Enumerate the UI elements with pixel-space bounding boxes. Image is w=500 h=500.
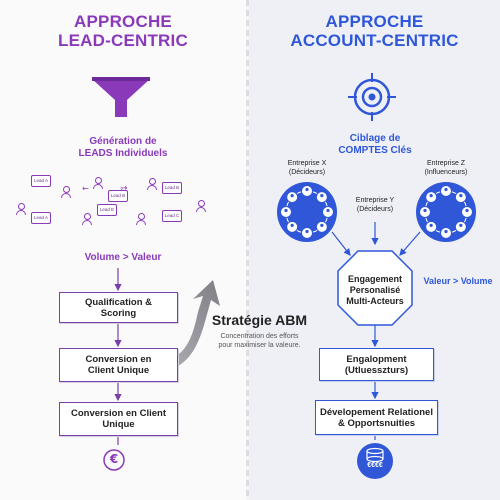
lead-title-line2: LEAD-CENTRIC [58, 31, 188, 50]
final-conversion-line1: Conversion en Client [70, 408, 166, 419]
target-icon [348, 73, 396, 121]
account-centric-title: APPROCHE ACCOUNT-CENTRIC [249, 12, 500, 50]
person-icon [135, 213, 146, 225]
euro-symbol: € [109, 452, 119, 466]
development-line2: & Opportsnuities [337, 417, 416, 429]
relational-development-box: Dévelopement Relationel& Opportsnuities [315, 400, 438, 435]
lead-centric-title: APPROCHE LEAD-CENTRIC [0, 12, 246, 50]
engalopment-line1: Engalopment [346, 353, 407, 365]
strategy-desc-line1: Concentration des efforts [220, 333, 299, 340]
value-over-volume-label: Valeur > Volume [423, 276, 493, 286]
account-title-line2: ACCOUNT-CENTRIC [290, 31, 459, 50]
network-person-head [459, 194, 463, 198]
company-y-line1: Entreprise Y [355, 197, 395, 204]
targeting-line1: Ciblage de [349, 133, 401, 144]
network-person-head [320, 223, 324, 227]
engagement-octagon [337, 250, 413, 326]
person-icon [146, 178, 157, 190]
network-person-head [429, 194, 433, 198]
volume-over-value-label: Volume > Valeur [84, 252, 162, 263]
company-z-line1: Entreprise Z [426, 160, 466, 167]
network-person-head [465, 208, 469, 213]
engalopment-line2: (Utluesszturs) [344, 364, 409, 376]
network-person-head [305, 187, 309, 192]
strategy-abm-title: Stratégie ABM [211, 312, 308, 328]
person-icon [81, 213, 92, 225]
person-icon [195, 200, 206, 212]
panel-divider [246, 0, 249, 500]
network-person-head [326, 208, 330, 213]
lead-badge: Lead B [108, 190, 128, 202]
lead-generation-line2: LEADS Individuels [78, 148, 168, 159]
strategy-description: Concentration des efforts pour maximiser… [192, 332, 327, 350]
network-person-head [305, 229, 309, 234]
coins-stack-icon [357, 443, 393, 479]
engagement-label: Engagement Personalisé Multi-Acteurs [338, 274, 412, 307]
engagement-line1: Engagement [347, 274, 402, 284]
targeting-line2: COMPTES Clés [338, 145, 412, 156]
network-person-head [444, 229, 448, 234]
network-person-head [284, 208, 288, 213]
account-title-line1: APPROCHE [325, 12, 424, 31]
network-person-head [444, 187, 448, 192]
strategy-desc-line2: pour maximiser la valeure. [218, 342, 301, 349]
network-person-head [429, 223, 433, 227]
company-z-label: Entreprise Z (Influenceurs) [404, 159, 488, 177]
funnel-icon [92, 77, 150, 117]
engagement-line3: Multi-Acteurs [346, 296, 404, 306]
network-person-head [459, 223, 463, 227]
development-line1: Dévelopement Relationel [320, 406, 433, 418]
lead-generation-line1: Génération de [89, 136, 157, 147]
company-z-line2: (Influenceurs) [424, 169, 468, 176]
lead-generation-label: Génération de LEADS Individuels [48, 136, 198, 160]
arrow-icon: ← [82, 184, 89, 193]
qualification-line1: Qualification & [84, 296, 153, 308]
final-conversion-line2: Unique [102, 419, 135, 430]
lead-badge: Lead A [31, 212, 51, 224]
network-person-head [320, 194, 324, 198]
qualification-scoring-box: Qualification &Scoring [59, 292, 178, 323]
network-person-head [423, 208, 427, 213]
network-person-head [290, 223, 294, 227]
engagement-line2: Personalisé [349, 285, 401, 295]
lead-badge: Lead A [31, 175, 51, 187]
company-x-label: Entreprise X (Décideurs) [265, 159, 349, 177]
company-x-line2: (Décideurs) [288, 169, 326, 176]
lead-badge: Lead E [97, 204, 117, 216]
euro-coin-icon [103, 449, 125, 471]
arrow-z-to-engagement [399, 231, 421, 256]
person-icon [15, 203, 26, 215]
company-y-line2: (Décideurs) [356, 206, 394, 213]
targeting-label: Ciblage de COMPTES Clés [300, 133, 450, 157]
company-x-line1: Entreprise X [287, 160, 327, 167]
person-icon [60, 186, 71, 198]
lead-badge: Lead B [162, 182, 182, 194]
coins-label: €€€€ [367, 462, 383, 469]
person-icon [92, 177, 103, 189]
conversion-line1: Conversion en [85, 354, 152, 365]
engalopment-box: Engalopment(Utluesszturs) [319, 348, 434, 381]
lead-badge: Lead C [162, 210, 182, 222]
lead-title-line1: APPROCHE [74, 12, 172, 31]
qualification-line2: Scoring [100, 307, 137, 319]
strategy-arrow [160, 280, 220, 372]
conversion-line2: Client Unique [87, 365, 150, 376]
company-y-label: Entreprise Y (Décideurs) [333, 196, 417, 214]
arrow-x-to-engagement [331, 231, 351, 256]
network-person-head [290, 194, 294, 198]
